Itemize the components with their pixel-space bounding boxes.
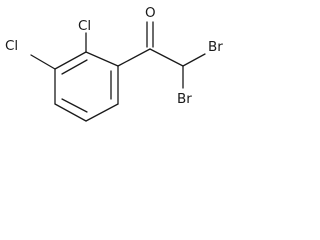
ring-inner-double-bond <box>61 59 88 75</box>
oxygen-label: O <box>145 5 156 21</box>
chlorine-label: Cl <box>5 38 18 54</box>
ring-bond-c1-c2 <box>85 51 119 67</box>
chlorine-label: Cl <box>78 18 91 34</box>
ring-bond-c5-c6 <box>85 103 119 122</box>
bond-c3-cl <box>30 54 56 70</box>
bromine-label: Br <box>208 39 223 55</box>
bond-c-br-upper <box>182 53 206 67</box>
ring-inner-double-bond <box>61 98 88 113</box>
bond-ring-carbonyl <box>117 48 151 67</box>
ring-bond-c4-c5 <box>54 103 87 122</box>
ring-bond-c2-c3 <box>54 51 87 70</box>
bond-carbonyl-chbr2 <box>149 48 184 67</box>
bromine-label: Br <box>177 91 192 107</box>
structure-diagram: Cl Cl O Br Br <box>5 5 223 122</box>
benzene-ring <box>54 51 119 122</box>
